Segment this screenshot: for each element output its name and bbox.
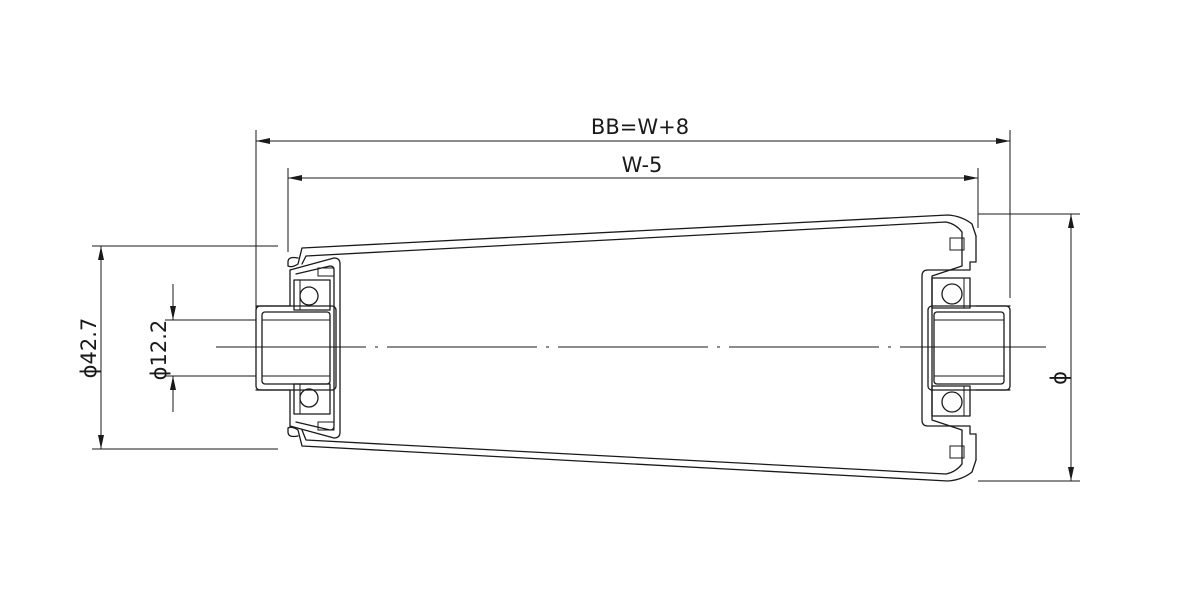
arrow-bottom-shaft — [170, 376, 176, 390]
tube-bottom-outer-edge — [287, 426, 977, 482]
right-bearing-top-ball — [941, 283, 963, 305]
left-bearing-top-ball — [299, 286, 319, 306]
left-bearing-bottom-ball — [299, 388, 319, 408]
label-tapered-diameter: ϕ — [1047, 371, 1071, 385]
dimension-overall: BB=W+8 — [255, 115, 1011, 318]
label-tube-length: W-5 — [622, 153, 663, 177]
left-bearing-bottom-race — [293, 383, 331, 415]
left-housing-outer — [289, 257, 341, 439]
label-outer-diameter: ϕ42.7 — [77, 318, 101, 379]
right-housing-outer — [921, 235, 977, 461]
right-bearing-bottom-ball — [941, 391, 963, 413]
left-bearing-top-race — [293, 279, 331, 311]
left-lip-top — [317, 267, 335, 277]
label-shaft-diameter: ϕ12.2 — [147, 320, 171, 381]
left-housing-step-bottom — [255, 389, 291, 427]
right-shaft-bushing-inner — [933, 311, 1005, 385]
dimension-tube-length: W-5 — [287, 153, 979, 252]
arrow-left-overall — [256, 138, 270, 144]
label-overall-length: BB=W+8 — [591, 115, 689, 139]
left-shaft-bushing-inner — [261, 311, 331, 385]
arrow-bottom-taper — [1068, 467, 1074, 481]
left-end-assembly — [255, 257, 341, 439]
arrow-left-tube — [288, 175, 302, 181]
dimension-outer-diameter: ϕ42.7 — [77, 245, 278, 450]
tapered-tube — [287, 214, 977, 482]
arrow-top-taper — [1068, 214, 1074, 228]
dimension-shaft-diameter: ϕ12.2 — [147, 284, 256, 412]
left-lip-bottom — [317, 421, 335, 431]
right-notch-top — [949, 237, 965, 251]
right-shaft-bushing-outer — [927, 305, 1011, 391]
arrow-bottom-outer — [98, 435, 104, 449]
left-housing-step-top — [255, 269, 291, 307]
arrow-right-overall — [996, 138, 1010, 144]
arrow-top-shaft — [170, 306, 176, 320]
tube-top-inner-edge — [301, 221, 963, 265]
right-bearing-top-race — [931, 277, 971, 309]
right-bearing-bottom-race — [931, 385, 971, 417]
arrow-right-tube — [964, 175, 978, 181]
tube-top-outer-edge — [287, 214, 977, 268]
tube-bottom-inner-edge — [301, 429, 963, 475]
left-shaft-bushing-outer — [255, 305, 337, 391]
dimension-tapered-diameter: ϕ — [978, 213, 1080, 482]
right-end-assembly — [921, 231, 1011, 465]
right-notch-bottom — [949, 445, 965, 459]
arrow-top-outer — [98, 246, 104, 260]
right-housing-inner — [931, 231, 963, 465]
